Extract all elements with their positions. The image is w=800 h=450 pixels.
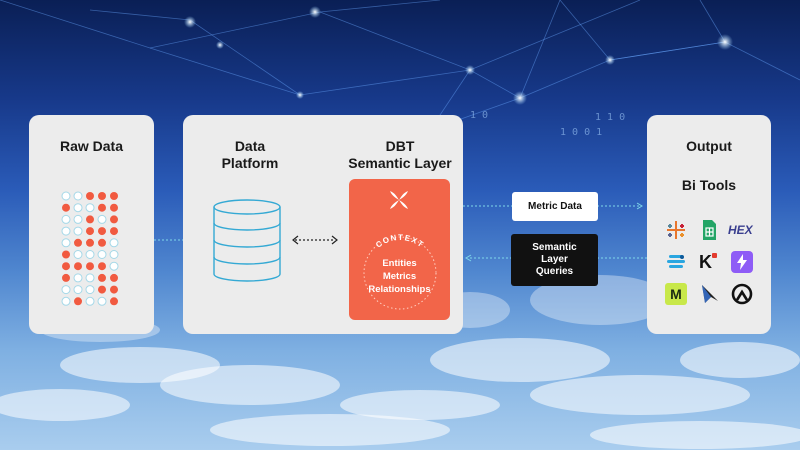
raw-data-dot [73, 285, 83, 295]
tableau-logo-icon [667, 221, 685, 239]
mode-logo-icon: M [665, 283, 687, 305]
raw-data-title: Raw Data [59, 138, 124, 154]
queries-line3: Queries [535, 266, 574, 277]
output-card: Output Bi Tools HEX K M [647, 115, 771, 334]
raw-data-dot [110, 192, 118, 200]
raw-data-dot [74, 262, 82, 271]
raw-data-dot [98, 262, 106, 271]
raw-data-dot [61, 214, 71, 224]
raw-data-dot [62, 250, 70, 259]
raw-data-dot [110, 215, 118, 224]
output-title: Output [686, 138, 732, 154]
raw-data-dot [73, 214, 83, 224]
klipfolio-letter: K [699, 252, 712, 272]
raw-data-dot [97, 250, 107, 259]
svg-text:1 1 0: 1 1 0 [595, 112, 625, 123]
deepnote-logo-icon [702, 285, 718, 303]
raw-data-dot [85, 296, 95, 306]
klipfolio-accent [712, 253, 717, 258]
raw-data-dot [110, 203, 118, 212]
database-icon [213, 199, 281, 282]
raw-data-dot [74, 238, 82, 247]
raw-data-dot [86, 215, 94, 224]
metric-data-label: Metric Data [512, 192, 598, 221]
context-label: CONTEXT [374, 233, 426, 250]
raw-data-dot [98, 227, 106, 236]
context-item-entities: Entities [382, 258, 417, 269]
raw-data-dot [73, 226, 83, 236]
svg-text:1 0 0 1: 1 0 0 1 [560, 127, 602, 138]
raw-data-dot-grid [61, 191, 119, 306]
klipfolio-logo-icon: K [699, 251, 721, 273]
semantic-title-line2: Semantic Layer [348, 155, 452, 171]
raw-data-dot [109, 250, 119, 259]
raw-data-card: Raw Data [29, 115, 154, 334]
raw-data-dot [74, 297, 82, 306]
dbt-logo-icon [390, 191, 408, 209]
looker-logo-icon [667, 255, 685, 268]
semantic-layer-queries-label: Semantic Layer Queries [511, 234, 598, 286]
mode-letter: M [670, 286, 682, 302]
platform-title-line1: Data [234, 138, 266, 154]
raw-data-dot [86, 238, 94, 247]
raw-data-dot [109, 238, 119, 248]
context-item-metrics: Metrics [382, 271, 417, 282]
context-ring: CONTEXT [363, 233, 437, 310]
bidirectional-arrow-icon [292, 235, 338, 245]
arc-logo-icon [731, 283, 753, 305]
raw-data-dot [61, 226, 71, 236]
raw-data-dot [110, 285, 118, 294]
raw-data-dot [85, 250, 95, 259]
raw-data-dot [86, 262, 94, 271]
raw-data-dot [85, 203, 95, 213]
semantic-context-box: CONTEXT Entities Metrics Relationships [349, 179, 450, 320]
raw-data-dot [73, 191, 83, 201]
raw-data-dot [61, 285, 71, 295]
raw-data-dot [109, 261, 119, 271]
raw-data-dot [86, 192, 94, 200]
raw-data-dot [110, 297, 118, 306]
semantic-title-line1: DBT [385, 138, 415, 154]
queries-line2: Layer [541, 254, 568, 265]
raw-data-dot [73, 273, 83, 283]
raw-data-dot [61, 296, 71, 306]
raw-data-dot [85, 285, 95, 295]
raw-data-dot [85, 273, 95, 283]
raw-data-dot [98, 273, 106, 282]
platform-title-line2: Platform [221, 155, 279, 171]
raw-data-dot [86, 227, 94, 236]
raw-data-dot [61, 238, 71, 248]
raw-data-dot [98, 192, 106, 200]
svg-text:1 0: 1 0 [470, 110, 488, 121]
raw-data-dot [97, 214, 107, 224]
context-items: Entities Metrics Relationships [349, 257, 450, 296]
raw-data-dot [97, 296, 107, 306]
bi-tools-subtitle: Bi Tools [681, 177, 737, 193]
context-item-relationships: Relationships [368, 284, 431, 295]
raw-data-dot [98, 285, 106, 294]
raw-data-dot [98, 238, 106, 247]
google-sheets-logo-icon [703, 220, 716, 240]
queries-line1: Semantic [532, 242, 577, 253]
raw-data-dot [98, 203, 106, 212]
raw-data-dot [62, 273, 70, 282]
raw-data-dot [73, 250, 83, 259]
raw-data-dot [62, 203, 70, 212]
hex-logo-icon: HEX [728, 223, 753, 237]
bolt-logo-icon [731, 251, 753, 273]
raw-data-dot [62, 262, 70, 271]
platform-title: Data Platform [205, 138, 295, 172]
raw-data-dot [110, 227, 118, 236]
raw-data-dot [61, 191, 71, 201]
semantic-title: DBT Semantic Layer [333, 138, 467, 172]
raw-data-dot [73, 203, 83, 213]
raw-data-dot [110, 273, 118, 282]
